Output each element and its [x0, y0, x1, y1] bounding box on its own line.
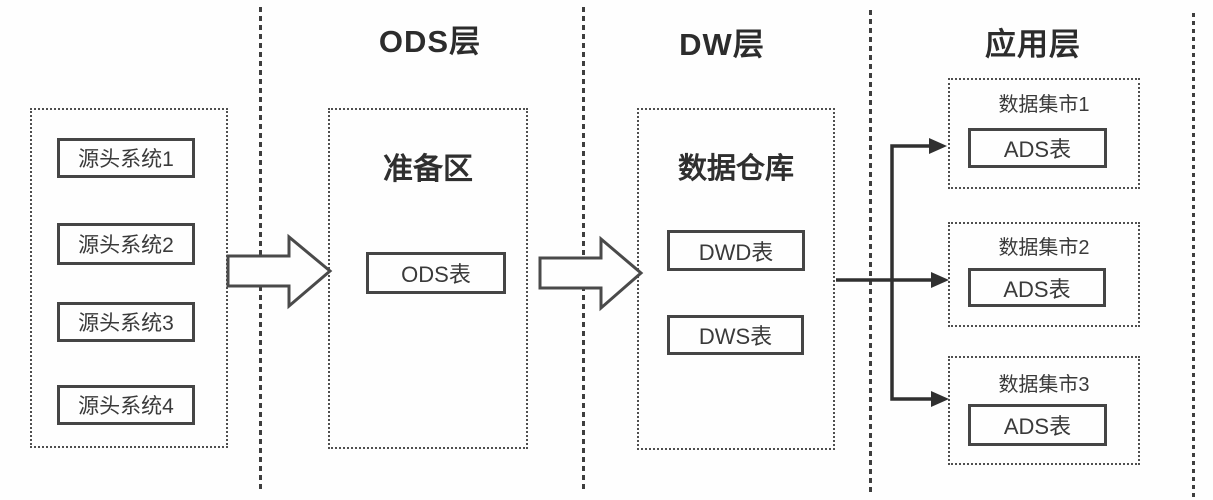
ads-table-box-2: ADS表 — [968, 268, 1106, 307]
arrowhead-to-mart-3-icon — [931, 391, 949, 407]
connector-line-branch — [890, 144, 933, 401]
arrowhead-to-mart-2-icon — [931, 272, 949, 288]
section-title-dw-layer: DW层 — [679, 27, 765, 62]
block-arrow-sources-to-staging-icon — [226, 233, 333, 310]
section-title-ods-layer: ODS层 — [378, 24, 482, 59]
data-mart-2-label: 数据集市2 — [998, 237, 1090, 259]
separator-line-2 — [582, 7, 585, 491]
source-system-box-1: 源头系统1 — [57, 138, 195, 178]
ads-table-box-3: ADS表 — [968, 404, 1107, 446]
data-mart-3-label: 数据集市3 — [998, 374, 1090, 396]
dws-table-box: DWS表 — [667, 315, 804, 355]
separator-line-4 — [1192, 13, 1195, 500]
data-mart-1-container — [948, 78, 1140, 189]
ods-table-label: ODS表 — [401, 262, 471, 287]
source-system-label: 源头系统2 — [78, 234, 174, 257]
source-system-label: 源头系统1 — [78, 148, 174, 171]
ads-table-label: ADS表 — [1003, 276, 1071, 302]
data-mart-2-container — [948, 222, 1140, 327]
source-system-label: 源头系统3 — [78, 312, 174, 335]
source-system-box-4: 源头系统4 — [57, 385, 195, 425]
dws-table-label: DWS表 — [698, 324, 773, 349]
separator-line-3 — [869, 10, 872, 493]
arrowhead-to-mart-1-icon — [929, 138, 947, 154]
data-mart-1-label: 数据集市1 — [998, 94, 1090, 116]
source-system-box-2: 源头系统2 — [57, 223, 195, 265]
warehouse-label: 数据仓库 — [677, 153, 794, 185]
separator-line-1 — [259, 7, 262, 491]
source-system-box-3: 源头系统3 — [57, 302, 195, 342]
ads-table-box-1: ADS表 — [968, 128, 1107, 168]
ads-table-label: ADS表 — [1003, 137, 1072, 162]
staging-area-label: 准备区 — [383, 153, 473, 186]
section-title-app-layer: 应用层 — [985, 27, 1081, 62]
data-mart-3-container — [948, 356, 1140, 465]
dwd-table-label: DWD表 — [698, 239, 774, 265]
dwd-table-box: DWD表 — [667, 230, 805, 271]
block-arrow-staging-to-warehouse-icon — [538, 235, 644, 312]
ods-table-box: ODS表 — [366, 252, 506, 294]
ads-table-label: ADS表 — [1003, 414, 1072, 439]
source-system-label: 源头系统4 — [78, 395, 174, 418]
